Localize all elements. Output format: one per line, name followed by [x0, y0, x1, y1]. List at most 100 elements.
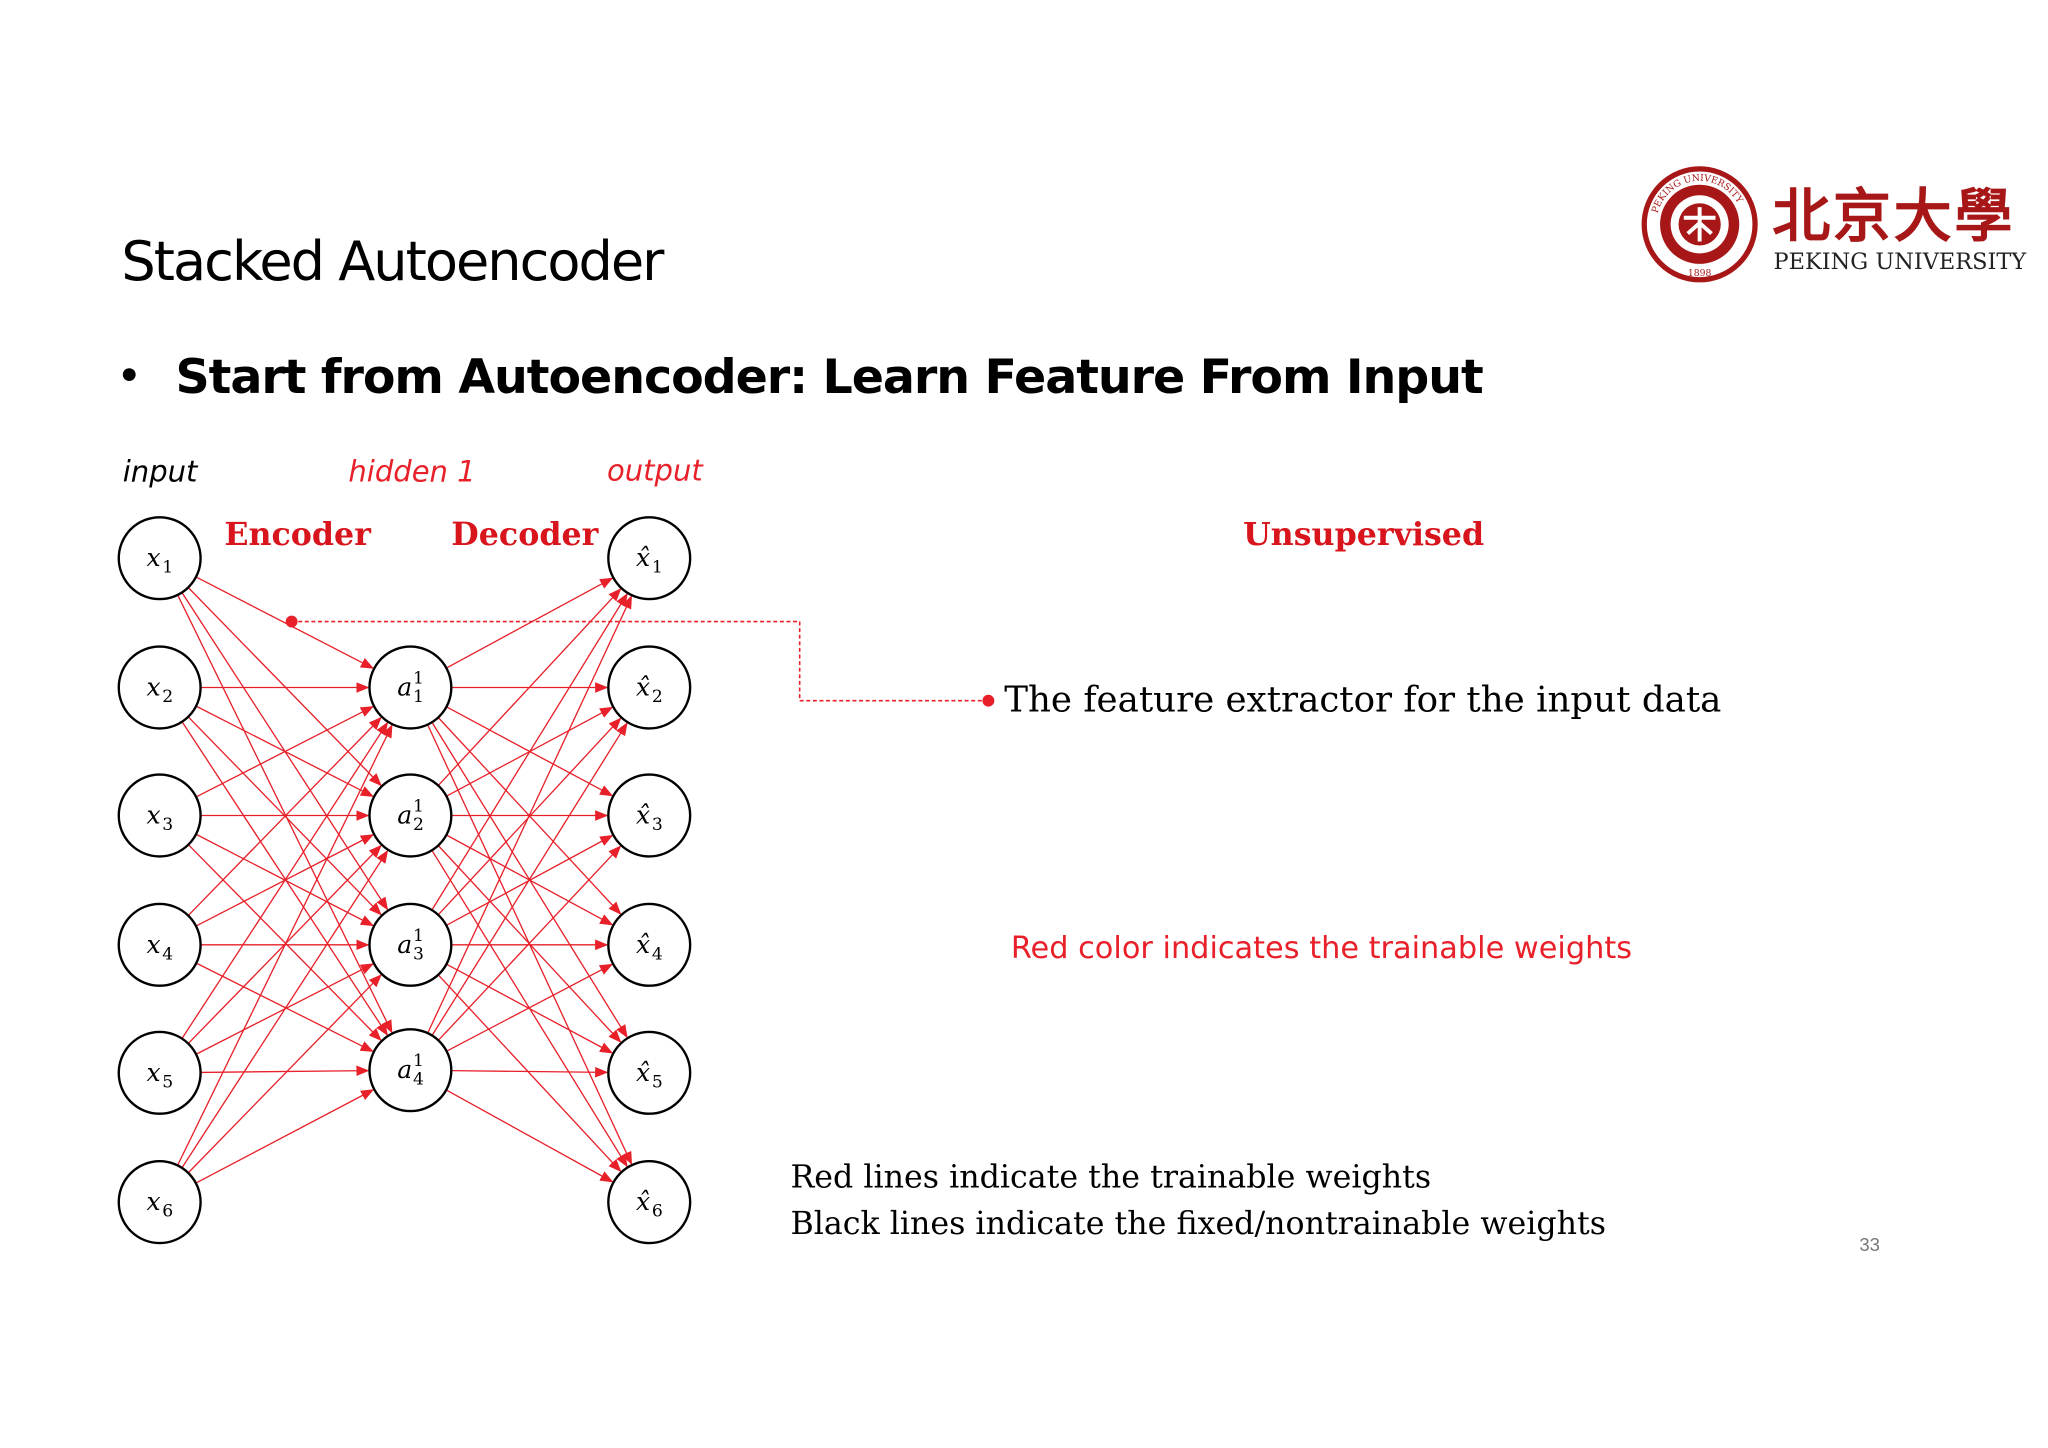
decoder-weight-edge [437, 974, 622, 1173]
encoder-weight-edge [187, 587, 382, 787]
input-node-label: x [146, 543, 160, 572]
slide-title: Stacked Autoencoder [121, 229, 664, 293]
output-node-subscript: 3 [652, 815, 663, 835]
bullet-heading: Start from Autoencoder: Learn Feature Fr… [175, 351, 1484, 406]
hidden-node-label: a [397, 930, 412, 959]
input-node-circle [117, 1030, 202, 1115]
feature-extractor-text: The feature extractor for the input data [1004, 679, 1722, 721]
seal-icon: PEKING UNIVERSITY 1898 [1641, 166, 1758, 283]
output-node-subscript: 4 [652, 944, 663, 964]
encoder-weight-edge [181, 721, 389, 1039]
hidden-node-superscript: 1 [413, 1051, 424, 1071]
output-node-label: x̂ [636, 1058, 650, 1087]
decoder-weight-edge [437, 845, 622, 1041]
output-node: x̂3 [607, 773, 692, 858]
input-layer-label: input [122, 456, 198, 490]
decoder-weight-edge [431, 592, 628, 911]
logo-name-en: PEKING UNIVERSITY [1773, 249, 2027, 276]
decoder-weight-edge [446, 963, 614, 1052]
output-node: x̂1 [607, 516, 692, 601]
encoder-weight-edge [187, 716, 382, 916]
output-node-label: x̂ [636, 800, 650, 829]
legend-black-lines: Black lines indicate the fixed/nontraina… [790, 1204, 1606, 1242]
seal-year: 1898 [1688, 268, 1712, 279]
hidden-node-circle [368, 902, 453, 987]
encoder-weight-edge [187, 974, 382, 1174]
encoder-weight-edge [195, 706, 374, 798]
input-node-subscript: 4 [162, 944, 173, 964]
decoder-weight-edge [431, 722, 628, 1036]
output-node-circle [607, 902, 692, 987]
weight-edges [176, 576, 633, 1184]
input-node-circle [117, 1160, 202, 1245]
hidden-layer-label: hidden 1 [348, 456, 476, 490]
input-node-label: x [146, 930, 160, 959]
decoder-weight-edge [451, 1066, 609, 1078]
decoder-label: Decoder [451, 514, 599, 553]
output-node-circle [607, 645, 692, 730]
encoder-weight-edge [195, 1089, 375, 1184]
hidden-node-label: a [397, 672, 412, 701]
input-node-subscript: 3 [162, 815, 173, 835]
hidden-node-circle [368, 645, 453, 730]
input-node-subscript: 6 [162, 1202, 173, 1222]
encoder-label: Encoder [224, 514, 371, 553]
output-layer-label: output [607, 455, 703, 489]
output-node-label: x̂ [636, 1187, 650, 1216]
bullet-marker: • [121, 349, 138, 400]
input-node-circle [117, 645, 202, 730]
pointer-dot-end [982, 694, 995, 707]
input-node-subscript: 2 [162, 687, 173, 707]
output-node: x̂4 [607, 902, 692, 987]
hidden-node-subscript: 3 [413, 944, 424, 964]
encoder-weight-edge [181, 721, 388, 1036]
encoder-weight-edge [177, 594, 393, 1034]
encoder-weight-edge [200, 1065, 370, 1077]
hidden-node-subscript: 4 [413, 1070, 424, 1090]
output-node-subscript: 5 [652, 1072, 663, 1092]
input-node-circle [117, 516, 202, 601]
hidden-node-subscript: 1 [413, 687, 424, 707]
hidden-node-circle [368, 1028, 453, 1113]
output-node-circle [607, 1030, 692, 1115]
hidden-node-superscript: 1 [413, 797, 424, 817]
hidden-node-superscript: 1 [413, 926, 424, 946]
output-node-label: x̂ [636, 672, 650, 701]
input-node-label: x [146, 1058, 160, 1087]
hidden-node-label: a [397, 1055, 412, 1084]
hidden-node-label: a [397, 800, 412, 829]
decoder-weight-edge [446, 577, 614, 669]
red-color-note: Red color indicates the trainable weight… [1010, 931, 1633, 966]
decoder-weight-edge [445, 1089, 614, 1183]
input-node-label: x [146, 800, 160, 829]
output-node-subscript: 2 [652, 687, 663, 707]
output-node: x̂6 [607, 1160, 692, 1245]
input-node-subscript: 1 [162, 558, 173, 578]
encoder-weight-edge [187, 844, 382, 1042]
input-node-subscript: 5 [162, 1072, 173, 1092]
hidden-node-superscript: 1 [413, 669, 424, 689]
encoder-weight-edge [181, 849, 389, 1169]
legend-red-lines: Red lines indicate the trainable weights [790, 1158, 1432, 1196]
output-node: x̂2 [607, 645, 692, 730]
output-node-label: x̂ [636, 543, 650, 572]
input-node-label: x [146, 1187, 160, 1216]
input-node-label: x [146, 672, 160, 701]
output-node-label: x̂ [636, 930, 650, 959]
output-node-circle [607, 516, 692, 601]
output-node-circle [607, 773, 692, 858]
hidden-node-circle [368, 773, 453, 858]
encoder-weight-edge [176, 724, 393, 1166]
output-node: x̂5 [607, 1030, 692, 1115]
